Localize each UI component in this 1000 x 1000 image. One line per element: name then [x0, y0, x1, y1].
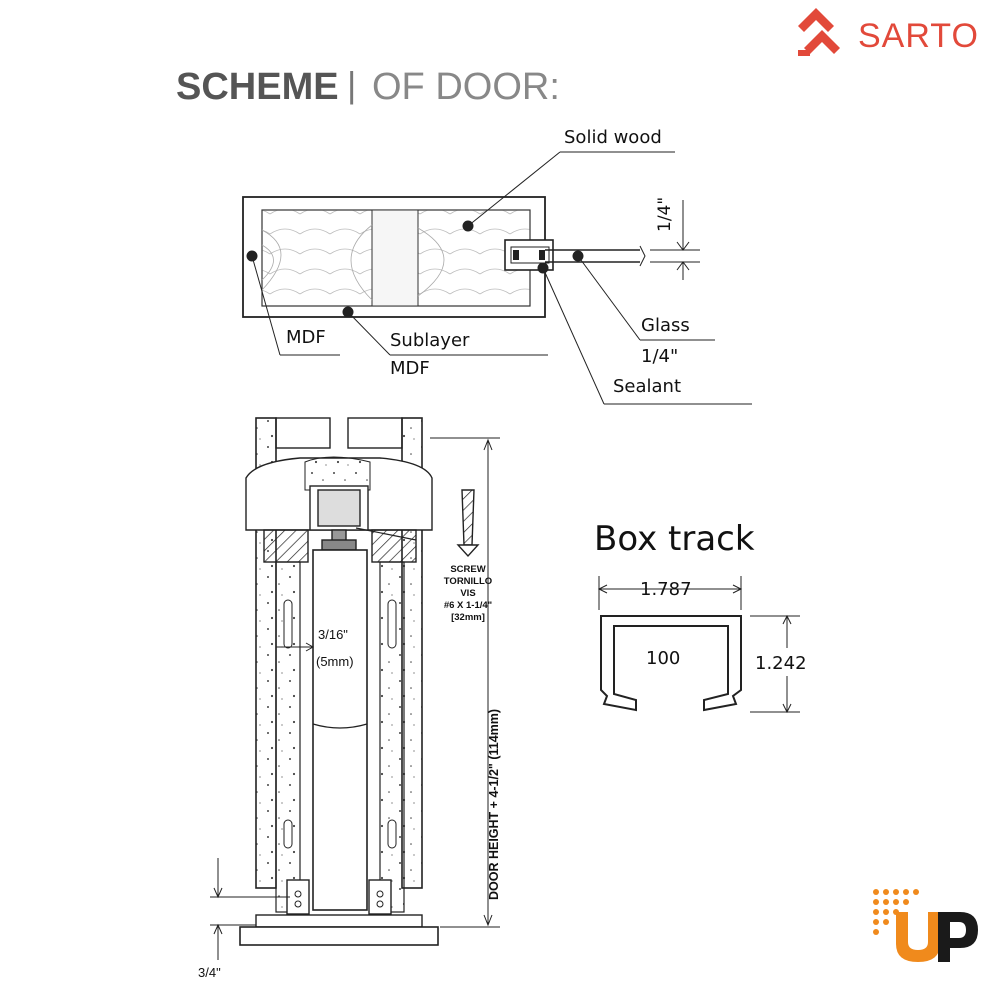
door-panel — [312, 549, 368, 911]
title-separator: | — [347, 64, 356, 105]
sarto-logo-icon — [798, 8, 840, 56]
up-logo: UP — [873, 889, 978, 962]
screw-line4: #6 X 1-1/4" — [444, 600, 492, 611]
title-bold: SCHEME — [176, 66, 339, 108]
floor-gap-label: 3/4" — [198, 965, 221, 980]
sarto-logo: SARTO — [798, 8, 979, 56]
roller-carriage — [309, 485, 369, 551]
up-logo-p — [938, 912, 978, 962]
sarto-logo-text: SARTO — [858, 17, 979, 55]
label-glass-thickness: 1/4" — [641, 346, 678, 367]
label-sublayer: Sublayer — [390, 330, 470, 351]
box-track-profile: Box track 1.787 1.242 100 — [594, 519, 807, 714]
track-outline — [600, 615, 742, 712]
page-title: SCHEME | OF DOOR: — [176, 64, 560, 108]
screw-label: SCREW TORNILLO VIS #6 X 1-1/4" [32mm] — [444, 564, 492, 623]
box-track-width: 1.787 — [640, 579, 692, 600]
label-glass: Glass — [641, 315, 690, 336]
door-cross-section: 1/4" Solid wood MDF Sublayer MDF Glass 1… — [242, 127, 752, 405]
screw-line3: VIS — [460, 588, 475, 599]
label-mdf: MDF — [286, 327, 326, 348]
door-track-elevation: SCREW TORNILLO VIS #6 X 1-1/4" [32mm] 3/… — [198, 417, 501, 980]
screw-line5: [32mm] — [451, 612, 485, 623]
wood-block-left — [261, 209, 373, 307]
label-solid-wood: Solid wood — [564, 127, 662, 148]
box-track-model: 100 — [646, 648, 680, 669]
up-logo-u — [896, 912, 940, 962]
gap-inch-label: 3/16" — [318, 627, 348, 642]
title-light: OF DOOR: — [372, 66, 560, 108]
label-sublayer-mdf: MDF — [390, 358, 430, 379]
up-logo-dots — [873, 889, 919, 935]
screw-line2: TORNILLO — [444, 576, 492, 587]
floor-base — [239, 926, 439, 946]
box-track-height: 1.242 — [755, 653, 807, 674]
box-track-title: Box track — [594, 519, 755, 559]
door-height-label: DOOR HEIGHT + 4-1/2" (114mm) — [487, 709, 501, 900]
glass-dimension — [650, 200, 700, 280]
gap-mm-label: (5mm) — [316, 654, 354, 669]
dim-quarter-label: 1/4" — [655, 197, 675, 232]
screw-icon — [456, 489, 480, 558]
label-sealant: Sealant — [613, 376, 681, 397]
glass-pane — [545, 245, 646, 267]
screw-line1: SCREW — [450, 564, 485, 575]
wood-block-center — [371, 209, 419, 307]
